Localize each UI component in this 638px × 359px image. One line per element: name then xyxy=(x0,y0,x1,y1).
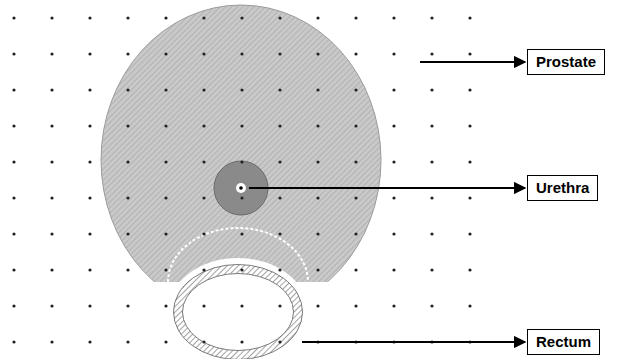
leader-arrow xyxy=(302,341,525,343)
leader-arrow xyxy=(249,187,525,189)
leader-arrow xyxy=(420,61,525,63)
label-box: Urethra xyxy=(527,175,598,201)
organ-label: Rectum xyxy=(536,333,591,350)
label-box: Prostate xyxy=(527,49,605,75)
label-box: Rectum xyxy=(527,329,600,355)
organ-label: Prostate xyxy=(536,53,596,70)
organ-label: Urethra xyxy=(536,179,589,196)
dot-grid xyxy=(0,0,500,359)
